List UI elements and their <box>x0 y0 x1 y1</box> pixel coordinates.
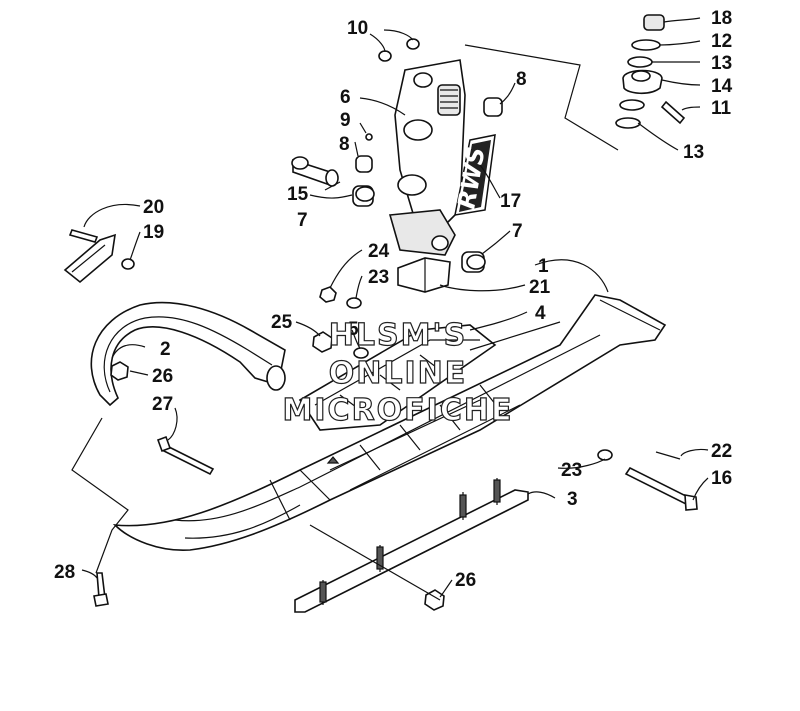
spindle <box>388 59 466 256</box>
ski-saddle <box>298 324 497 431</box>
callout-11: 11 <box>711 98 732 119</box>
callout-7a: 7 <box>297 210 308 231</box>
wear-bar <box>294 478 529 613</box>
watermark-line-1: HLSM'S <box>329 318 467 353</box>
callout-18: 19 <box>143 222 164 243</box>
callout-17: 18 <box>711 8 732 29</box>
callout-14: 14 <box>711 76 733 97</box>
callout-8a: 8 <box>339 134 350 155</box>
callout-23b: 23 <box>561 460 582 481</box>
watermark-line-2: ONLINE <box>329 356 468 391</box>
callout-1: 1 <box>538 256 549 277</box>
callout-6: 6 <box>340 87 351 108</box>
callout-8b: 8 <box>516 69 527 90</box>
callout-20: 21 <box>529 277 551 298</box>
callout-19: 20 <box>143 197 164 218</box>
callout-5: 5 <box>348 319 359 340</box>
callout-12: 12 <box>711 31 732 52</box>
callout-23a: 23 <box>368 267 389 288</box>
callout-25: 25 <box>271 312 293 333</box>
callout-26a: 26 <box>152 366 173 387</box>
callout-21: 16 <box>711 468 732 489</box>
callout-24: 24 <box>368 241 390 262</box>
callout-labels: 10 6 9 8 15 7 8 17 7 18 12 13 14 11 13 2… <box>54 8 733 591</box>
watermark-line-3: MICROFICHE <box>283 393 514 428</box>
callout-15: 15 <box>287 184 309 205</box>
ski-body <box>112 294 667 551</box>
leader-lines <box>71 17 709 601</box>
steering-arm-hardware <box>615 14 686 129</box>
callout-13b: 13 <box>683 142 704 163</box>
callout-7b: 7 <box>512 221 523 242</box>
ski-loop <box>90 301 286 407</box>
callout-9: 9 <box>340 110 351 131</box>
callout-2: 2 <box>160 339 171 360</box>
callout-3: 3 <box>567 489 578 510</box>
watermark: HLSM'S ONLINE MICROFICHE <box>282 317 514 428</box>
callout-28: 28 <box>54 562 75 583</box>
callout-10: 10 <box>347 18 368 39</box>
callout-16: 17 <box>500 191 521 212</box>
callout-27: 27 <box>152 394 173 415</box>
callout-13a: 13 <box>711 53 732 74</box>
callout-22: 22 <box>711 441 732 462</box>
callout-26b: 26 <box>455 570 476 591</box>
callout-4: 4 <box>535 303 546 324</box>
rws-decal: RWS <box>452 134 496 216</box>
bracket-assembly <box>63 229 135 284</box>
